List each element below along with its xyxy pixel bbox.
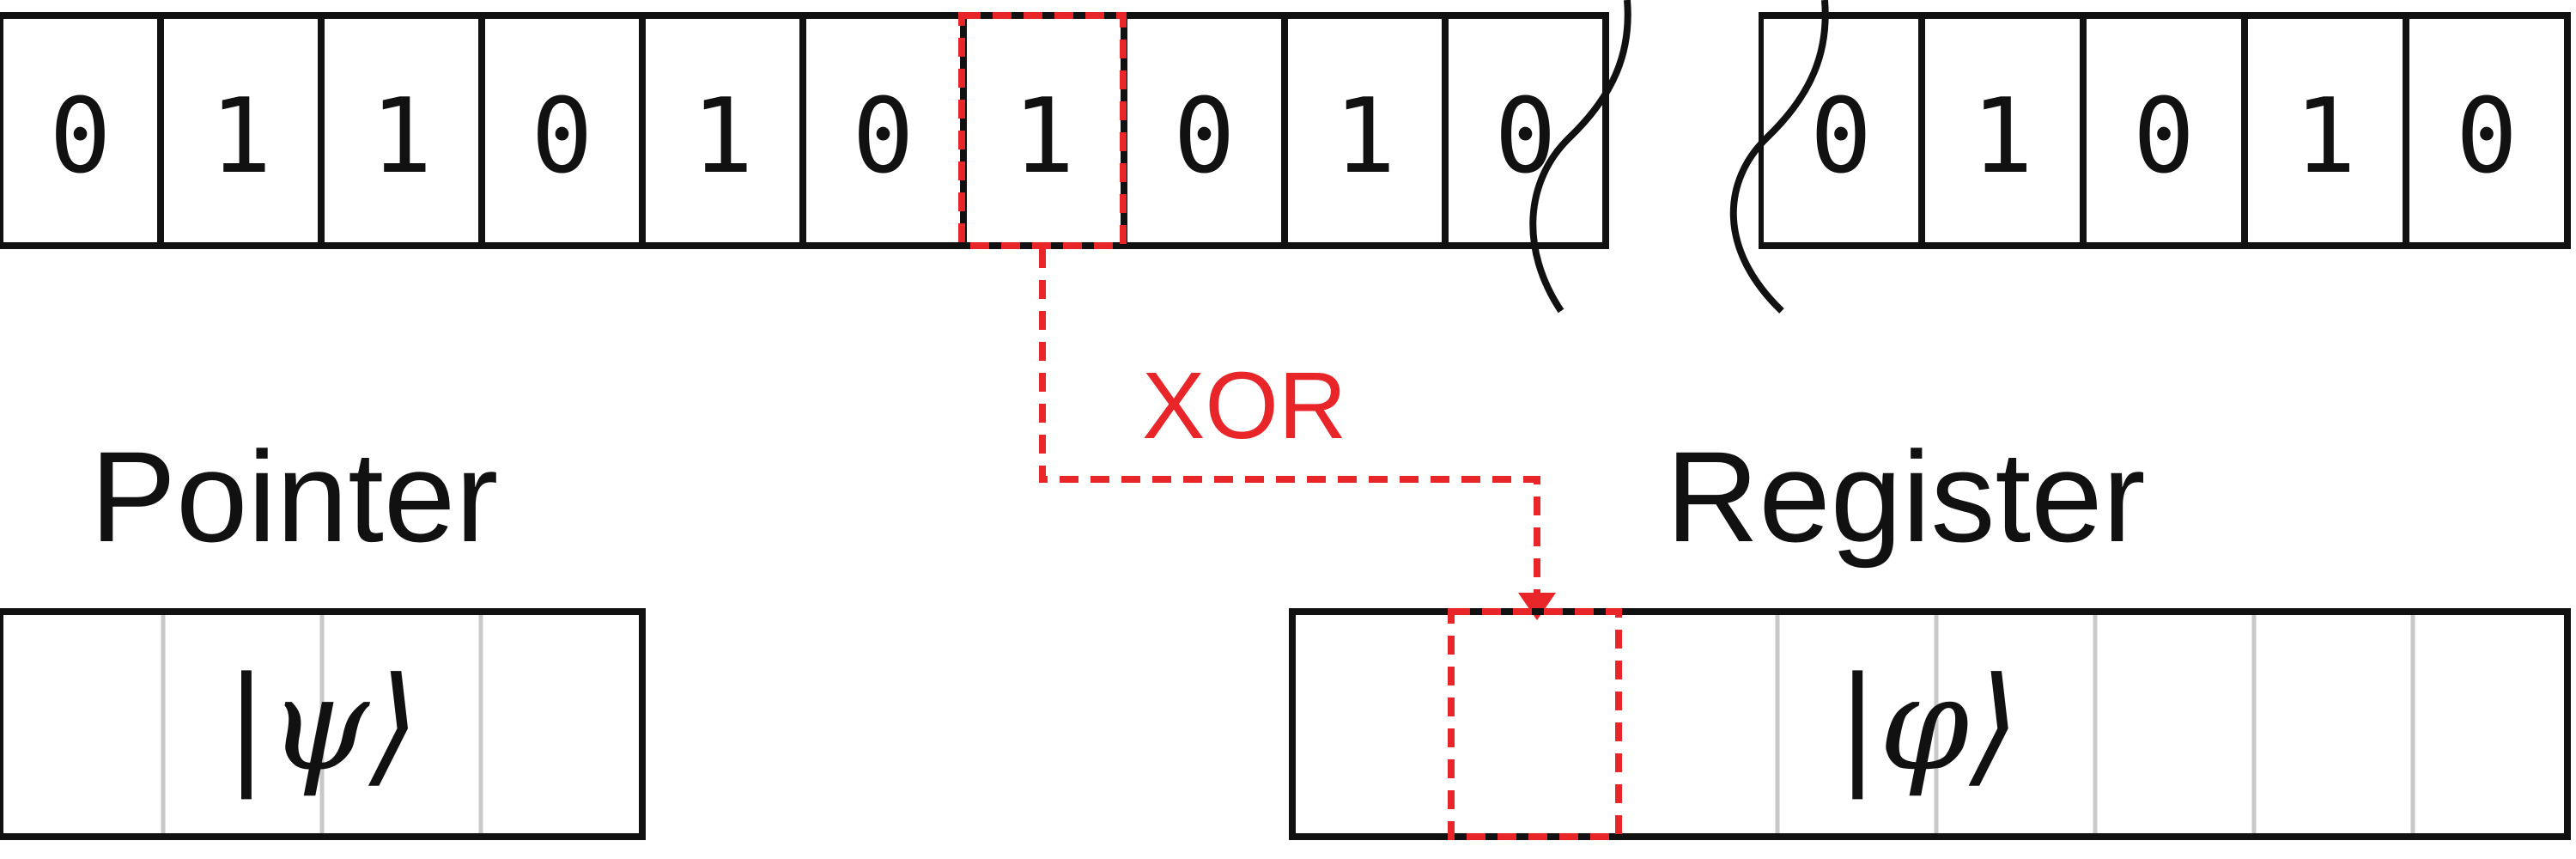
tape-bit: 1 [691,77,753,197]
tape-bit: 1 [210,77,271,197]
tape-bit: 1 [1971,77,2033,197]
tape-bit: 0 [1810,77,1872,197]
tape-break-wave-right [1729,0,1829,314]
xor-label: XOR [1142,353,1346,459]
register-state-ket: |φ⟩ [1836,650,2020,800]
tape-bit: 0 [2456,77,2518,197]
tape-bit: 0 [531,77,592,197]
xor-connector-line [1039,249,1540,601]
pointer-title: Pointer [90,424,498,569]
tape-bit: 1 [2294,77,2356,197]
highlighted-tape-cell [958,12,1127,249]
register-title: Register [1666,424,2146,569]
tape-bit: 1 [1012,77,1074,197]
pointer-box-border [0,608,646,840]
xor-arrowhead-icon [1518,593,1556,620]
tape-bit: 0 [1173,77,1235,197]
tape-right-border [1757,12,2571,249]
tape-bit: 0 [49,77,111,197]
tape-bit: 1 [370,77,432,197]
tape-bit: 0 [1494,77,1556,197]
tape-bit: 0 [2133,77,2195,197]
register-target-cell [1448,608,1622,840]
tape-bit: 0 [852,77,914,197]
register-box: |φ⟩ [1289,608,2571,840]
tape-break-wave-left [1529,0,1631,314]
pointer-register-box: |ψ⟩ [0,608,646,840]
pointer-state-ket: |ψ⟩ [225,650,420,800]
tape-bit: 1 [1334,77,1395,197]
register-box-border [1289,608,2571,840]
